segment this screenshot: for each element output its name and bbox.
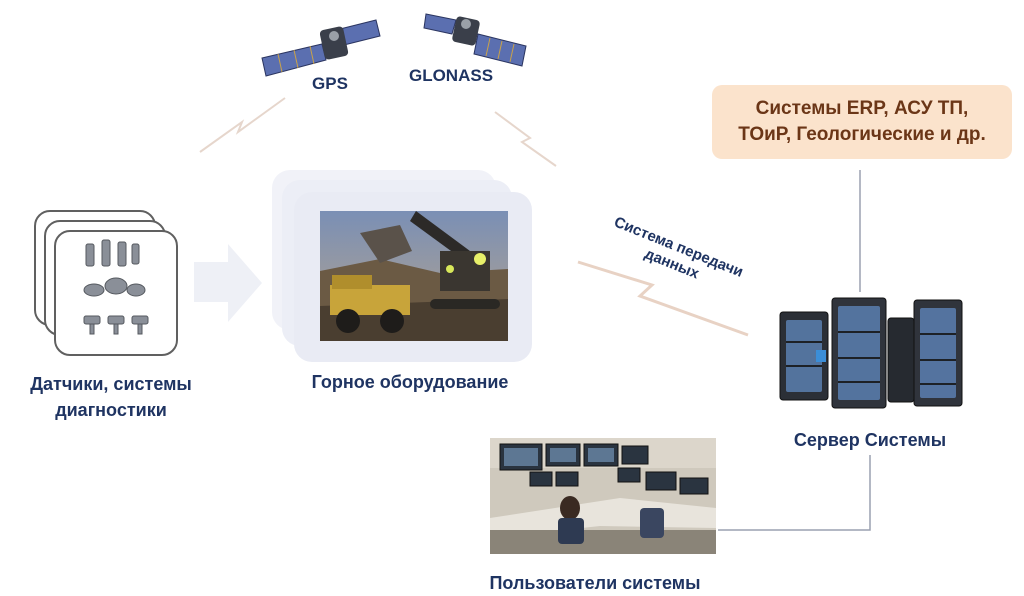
sensors-label: Датчики, системы диагностики [0,371,222,423]
satellite-glonass [422,8,530,70]
gps-label: GPS [312,74,348,93]
mining-excavator-image [320,211,508,341]
server-users-connector [718,455,871,531]
control-room-image [490,438,716,554]
users-label: Пользователи системы [489,573,701,593]
sensors-label-line1: Датчики, системы [30,374,192,394]
satellite-gps [258,14,388,78]
lightning-signal-icon [494,111,557,167]
server-rack-icon [779,297,963,409]
erp-systems-line2: ТОиР, Геологические и др. [738,124,986,145]
lightning-signal-icon [577,260,749,337]
satellite-icon [261,19,381,77]
mining-equipment-label: Горное оборудование [311,372,509,392]
glonass-label: GLONASS [408,66,494,85]
mining-equipment-photo [320,211,508,341]
erp-systems-line1: Системы ERP, АСУ ТП, [755,98,969,119]
control-room-photo [490,438,716,554]
sensor-icon [83,239,149,335]
sensors-label-line2: диагностики [55,400,167,420]
flow-arrow [194,244,262,322]
server-label: Сервер Системы [793,430,947,450]
lightning-signal-icon [199,97,286,153]
server-image [776,292,966,414]
satellite-icon [423,13,527,67]
erp-systems-box: Системы ERP, АСУ ТП, ТОиР, Геологические… [712,85,1012,159]
sensor-card-front [54,230,178,356]
